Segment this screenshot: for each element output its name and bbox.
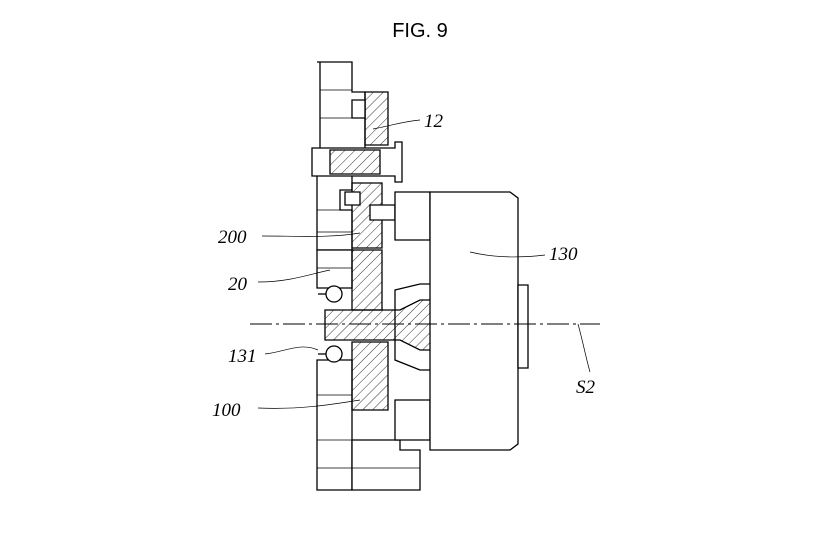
label-100: 100: [212, 400, 241, 421]
seal-block: [344, 182, 396, 249]
leader-lines: [257, 119, 591, 409]
o-rings: [318, 285, 343, 363]
upper-hatched-block: [351, 91, 389, 146]
label-s2: S2: [576, 377, 596, 398]
label-130: 130: [549, 244, 578, 265]
label-12: 12: [424, 111, 444, 132]
lower-hatched-blocks: [351, 249, 389, 411]
motor-body: [429, 191, 529, 451]
figure-title: FIG. 9: [392, 20, 448, 42]
label-200: 200: [218, 227, 247, 248]
cross-pin: [311, 141, 403, 183]
label-20: 20: [228, 274, 248, 295]
label-131: 131: [228, 346, 257, 367]
